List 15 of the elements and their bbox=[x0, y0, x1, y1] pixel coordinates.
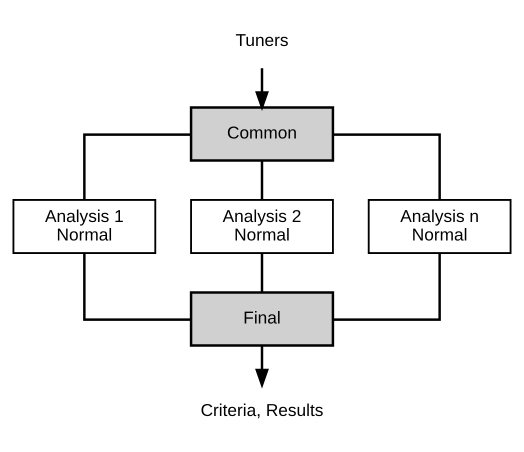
connector bbox=[260, 160, 264, 200]
node-box: Final bbox=[190, 290, 334, 346]
node-box: Analysis 2 Normal bbox=[190, 198, 334, 254]
arrow bbox=[255, 68, 269, 111]
connector bbox=[333, 132, 441, 200]
node-text: Criteria, Results bbox=[200, 400, 324, 420]
node-box: Analysis 1 Normal bbox=[12, 198, 156, 254]
connector bbox=[83, 132, 191, 200]
node-box: Common bbox=[190, 106, 334, 162]
connector bbox=[260, 252, 264, 292]
node-text: Tuners bbox=[235, 30, 289, 50]
arrow bbox=[255, 345, 269, 388]
connector bbox=[83, 252, 191, 320]
connector bbox=[333, 252, 441, 320]
node-box: Analysis n Normal bbox=[368, 198, 512, 254]
